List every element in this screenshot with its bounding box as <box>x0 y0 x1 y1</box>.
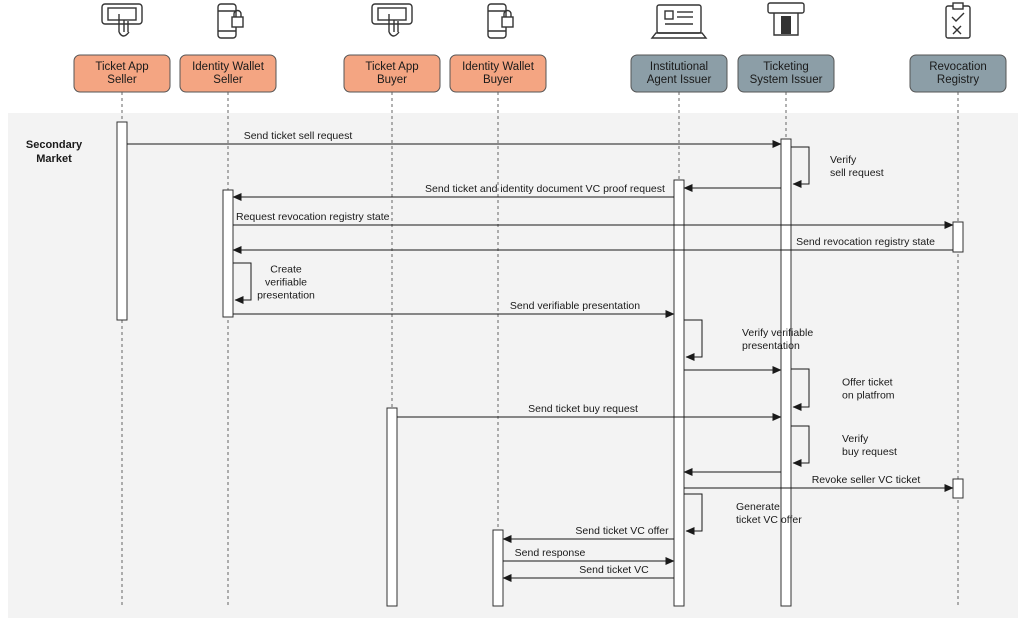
participant-label-tsi: System Issuer <box>750 74 823 86</box>
section-label-line-2: Market <box>36 153 72 165</box>
ticket-machine-icon <box>767 2 805 36</box>
participant-label-iai: Agent Issuer <box>647 74 712 86</box>
participant-label-rr: Registry <box>937 74 979 86</box>
message-label: Send ticket VC <box>579 564 649 576</box>
activation-bar-iws <box>222 189 234 318</box>
message-label: buy request <box>842 446 897 458</box>
activation-bar-tas <box>116 121 128 321</box>
participant-label-iws: Identity Wallet <box>192 61 265 73</box>
message-label: Create <box>270 264 302 276</box>
participant-label-tas: Seller <box>107 74 137 86</box>
message-label: Verify <box>842 433 869 445</box>
activation-bar-tsi <box>780 138 792 607</box>
message-arrow: Send ticket and identity document VC pro… <box>232 183 674 201</box>
message-label: Verify verifiable <box>742 327 813 339</box>
message-arrow: Send revocation registry state <box>232 236 953 254</box>
section-label-line-1: Secondary <box>26 139 83 151</box>
participant-label-tab: Ticket App <box>365 61 418 73</box>
participant-label-iwb: Identity Wallet <box>462 61 535 73</box>
activation-bar-rr <box>952 478 964 499</box>
participant-label-tas: Ticket App <box>95 61 148 73</box>
message-label: on platfrom <box>842 390 895 402</box>
message-label: Request revocation registry state <box>236 211 390 223</box>
participant-label-iai: Institutional <box>650 61 708 73</box>
message-arrow: Request revocation registry state <box>233 211 954 229</box>
participant-box-iai <box>630 54 728 93</box>
message-label: Send verifiable presentation <box>510 300 640 312</box>
phone-hand-icon <box>101 3 143 37</box>
phone-lock-icon <box>487 3 514 39</box>
participant-label-tsi: Ticketing <box>763 61 809 73</box>
message-arrow: Revoke seller VC ticket <box>684 474 954 492</box>
activation-bar-rr <box>952 221 964 253</box>
participant-box-rr <box>909 54 1007 93</box>
activation-bar-iai <box>673 179 685 607</box>
participant-box-iwb <box>449 54 547 93</box>
participant-label-tab: Buyer <box>377 74 407 86</box>
message-label: Send ticket VC offer <box>575 525 669 537</box>
phone-lock-icon <box>217 3 244 39</box>
participant-box-tas <box>73 54 171 93</box>
message-label: sell request <box>830 167 884 179</box>
participant-label-iws: Seller <box>213 74 243 86</box>
message-arrow: Send ticket VC offer <box>502 525 674 543</box>
participant-label-rr: Revocation <box>929 61 987 73</box>
message-label: Send response <box>515 547 586 559</box>
participant-label-iwb: Buyer <box>483 74 513 86</box>
participant-box-iws <box>179 54 277 93</box>
message-label: Send ticket and identity document VC pro… <box>425 183 665 195</box>
activation-bar-iwb <box>492 529 504 607</box>
message-label: Offer ticket <box>842 377 893 389</box>
message-label: presentation <box>742 340 800 352</box>
activation-bar-tab <box>386 407 398 607</box>
message-label: verifiable <box>265 277 307 289</box>
message-arrow: Send verifiable presentation <box>233 300 675 318</box>
participant-box-tsi <box>737 54 835 93</box>
phone-hand-icon <box>371 3 413 37</box>
message-label: Generate <box>736 501 780 513</box>
clipboard-check-icon <box>945 2 971 39</box>
message-label: Send revocation registry state <box>796 236 935 248</box>
message-label: Send ticket sell request <box>244 130 353 142</box>
message-label: ticket VC offer <box>736 514 802 526</box>
laptop-icon <box>650 4 708 39</box>
participant-box-tab <box>343 54 441 93</box>
message-arrow: Send response <box>503 547 675 565</box>
message-label: Send ticket buy request <box>528 403 638 415</box>
message-arrow: Send ticket VC <box>502 564 674 582</box>
message-label: Verify <box>830 154 857 166</box>
message-arrow: Send ticket buy request <box>397 403 782 421</box>
message-label: Revoke seller VC ticket <box>812 474 921 486</box>
message-label: presentation <box>257 290 315 302</box>
message-arrow: Send ticket sell request <box>127 130 782 148</box>
